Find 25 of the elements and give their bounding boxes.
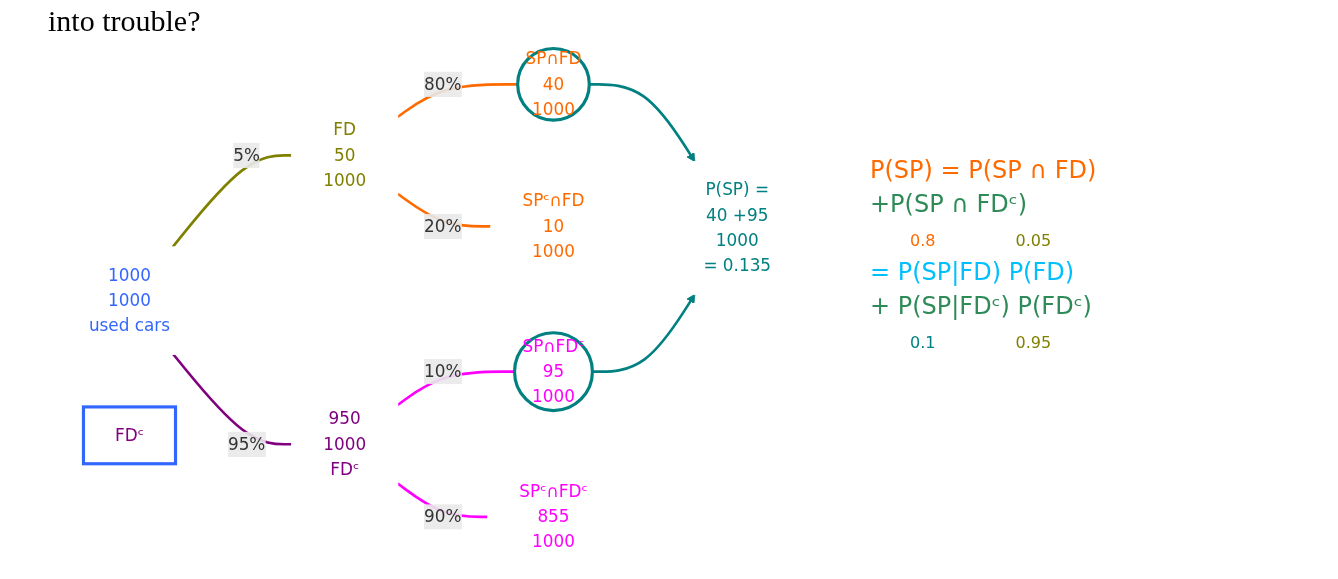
node-text: SPᶜ∩FD 10 1000 — [522, 190, 585, 262]
probability-value: 0.1 — [910, 333, 936, 352]
equation-line: = P(SP|FD) P(FD) — [870, 258, 1076, 286]
edge-label: 20% — [424, 215, 462, 236]
node-text: P(SP) = 40 +95 1000 = 0.135 — [703, 179, 772, 276]
edge-label: 80% — [424, 73, 462, 94]
edge-label: 5% — [233, 144, 261, 165]
probability-value: 0.95 — [1015, 333, 1052, 352]
probability-value: 0.05 — [1015, 231, 1052, 250]
node-circle: SP∩FDᶜ 95 1000 — [512, 331, 594, 413]
equation-line: + P(SP|FDᶜ) P(FDᶜ) — [870, 292, 1093, 320]
edge-label: 10% — [424, 361, 462, 382]
node-circle: SP∩FD 40 1000 — [516, 46, 591, 122]
node-text: 950 1000 FDᶜ — [323, 408, 367, 480]
probability-value: 0.8 — [910, 231, 936, 250]
equation-line: P(SP) = P(SP ∩ FD) — [870, 156, 1098, 184]
edge-label: 95% — [227, 433, 266, 454]
connector — [171, 154, 292, 248]
node-text: FD 50 1000 — [323, 119, 367, 191]
question-text: into trouble? — [47, 3, 202, 38]
node-text: SPᶜ∩FDᶜ 855 1000 — [519, 481, 588, 552]
edge-label: 90% — [424, 506, 462, 527]
node-box: FDᶜ — [81, 405, 178, 466]
node-text: 1000 1000 used cars — [88, 264, 171, 336]
equation-line: +P(SP ∩ FDᶜ) — [870, 190, 1028, 218]
